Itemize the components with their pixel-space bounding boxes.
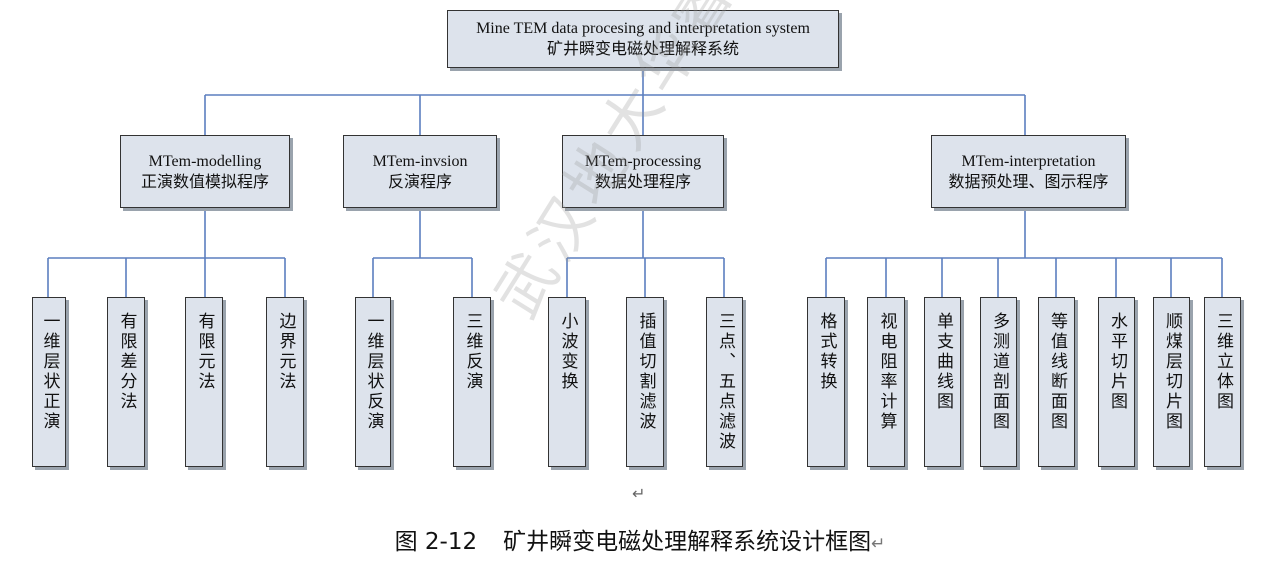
module-invsion-box: MTem-invsion 反演程序 — [343, 135, 497, 208]
leaf-box: 等值线断面图 — [1038, 297, 1075, 467]
leaf-label: 视电阻率计算 — [876, 312, 897, 432]
leaf-label: 三维反演 — [462, 312, 483, 392]
paragraph-mark: ↵ — [632, 484, 646, 503]
leaf-box: 有限差分法 — [107, 297, 145, 467]
leaf-label: 一维层状正演 — [39, 312, 60, 432]
leaf-box: 格式转换 — [807, 297, 845, 467]
leaf-box: 水平切片图 — [1098, 297, 1135, 467]
leaf-box: 三维反演 — [453, 297, 491, 467]
module-name-en: MTem-modelling — [148, 152, 262, 170]
leaf-box: 多测道剖面图 — [980, 297, 1017, 467]
module-name-zh: 数据处理程序 — [594, 171, 691, 191]
leaf-box: 有限元法 — [185, 297, 223, 467]
leaf-label: 小波变换 — [557, 312, 578, 392]
leaf-box: 三维立体图 — [1204, 297, 1241, 467]
leaf-box: 一维层状正演 — [32, 297, 66, 467]
leaf-label: 三点、五点滤波 — [715, 312, 735, 452]
leaf-label: 插值切割滤波 — [635, 312, 656, 432]
leaf-box: 一维层状反演 — [355, 297, 391, 467]
figure-caption: 图 2-12 矿井瞬变电磁处理解释系统设计框图↵ — [0, 522, 1280, 556]
leaf-box: 视电阻率计算 — [867, 297, 905, 467]
paragraph-mark: ↵ — [871, 534, 886, 554]
caption-text: 矿井瞬变电磁处理解释系统设计框图 — [503, 529, 872, 555]
leaf-label: 单支曲线图 — [933, 312, 953, 412]
leaf-label: 有限差分法 — [116, 312, 137, 412]
leaf-box: 边界元法 — [266, 297, 304, 467]
module-name-zh: 反演程序 — [387, 171, 452, 191]
leaf-box: 顺煤层切片图 — [1153, 297, 1190, 467]
leaf-label: 多测道剖面图 — [989, 312, 1009, 432]
root-system-box: Mine TEM data procesing and interpretati… — [447, 10, 839, 68]
module-name-zh: 数据预处理、图示程序 — [948, 171, 1109, 191]
leaf-label: 顺煤层切片图 — [1162, 312, 1182, 432]
root-title-zh: 矿井瞬变电磁处理解释系统 — [546, 39, 739, 58]
module-name-zh: 正演数值模拟程序 — [140, 171, 269, 191]
module-interpretation-box: MTem-interpretation 数据预处理、图示程序 — [931, 135, 1126, 208]
leaf-label: 三维立体图 — [1213, 312, 1233, 412]
leaf-box: 插值切割滤波 — [626, 297, 664, 467]
leaf-label: 格式转换 — [816, 312, 837, 392]
leaf-box: 单支曲线图 — [924, 297, 961, 467]
leaf-label: 一维层状反演 — [363, 312, 384, 432]
module-processing-box: MTem-processing 数据处理程序 — [562, 135, 724, 208]
caption-number: 图 2-12 — [394, 529, 478, 555]
root-title-en: Mine TEM data procesing and interpretati… — [476, 20, 810, 37]
module-name-en: MTem-processing — [584, 152, 702, 170]
leaf-label: 水平切片图 — [1107, 312, 1127, 412]
module-name-en: MTem-interpretation — [961, 152, 1096, 170]
module-modelling-box: MTem-modelling 正演数值模拟程序 — [120, 135, 290, 208]
leaf-box: 小波变换 — [548, 297, 586, 467]
module-name-en: MTem-invsion — [372, 152, 468, 170]
leaf-box: 三点、五点滤波 — [706, 297, 743, 467]
leaf-label: 有限元法 — [194, 312, 215, 392]
leaf-label: 等值线断面图 — [1047, 312, 1067, 432]
leaf-label: 边界元法 — [275, 312, 296, 392]
